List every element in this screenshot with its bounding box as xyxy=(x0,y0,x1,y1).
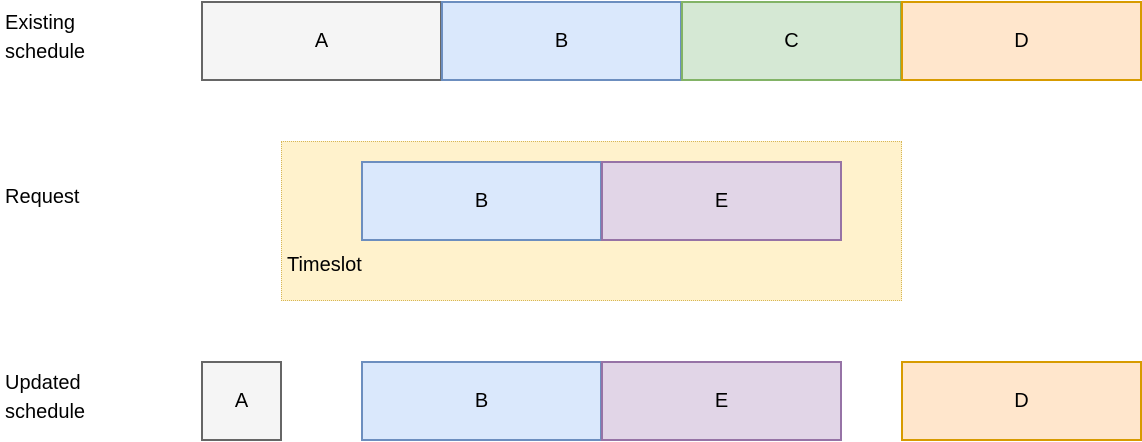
existing-block-c: C xyxy=(681,1,902,81)
existing-block-a: A xyxy=(201,1,442,81)
request-label: Request xyxy=(5,186,80,208)
timeslot-label: Timeslot xyxy=(287,254,362,276)
existing-block-d: D xyxy=(901,1,1142,81)
existing-block-b: B xyxy=(441,1,682,81)
existing-schedule-label: Existing schedule xyxy=(5,12,86,63)
updated-schedule-label: Updated schedule xyxy=(5,372,86,423)
updated-block-e: E xyxy=(601,361,842,441)
updated-block-a: A xyxy=(201,361,282,441)
request-block-e: E xyxy=(601,161,842,241)
updated-block-b: B xyxy=(361,361,602,441)
updated-block-d: D xyxy=(901,361,1142,441)
request-block-b: B xyxy=(361,161,602,241)
